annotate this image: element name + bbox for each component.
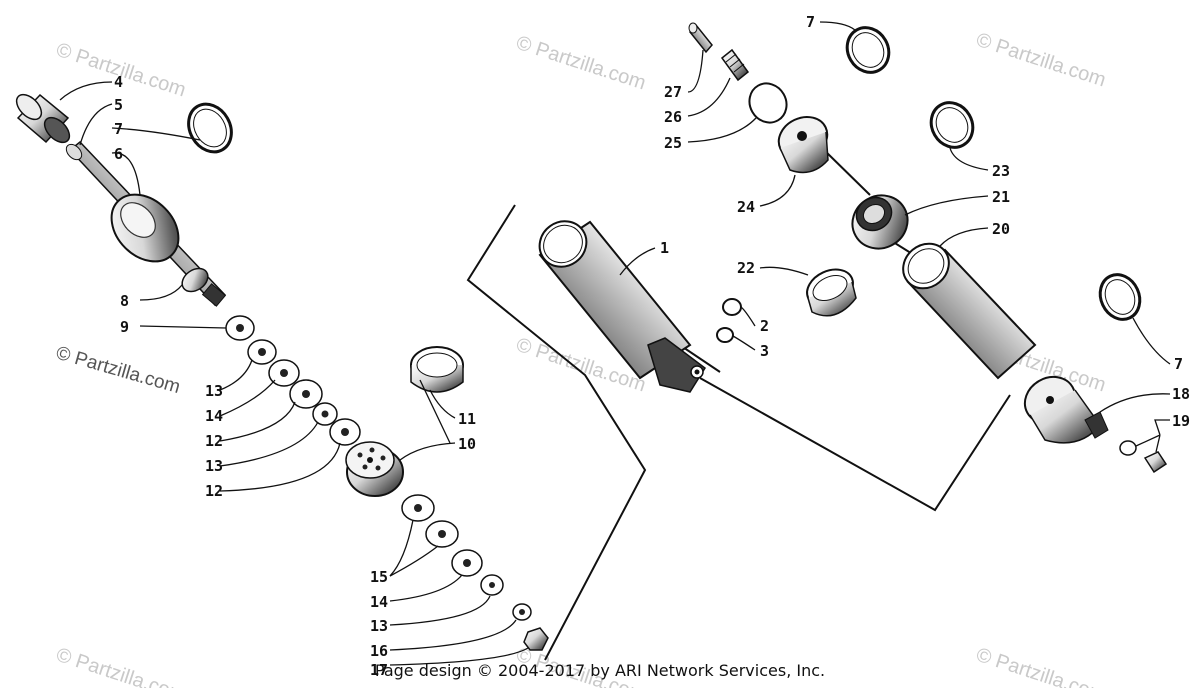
callout-6: 6 (114, 145, 123, 163)
callout-18: 18 (1172, 385, 1190, 403)
piston-ring-part-22 (806, 268, 857, 317)
callout-19: 19 (1172, 412, 1190, 430)
callout-7: 7 (806, 13, 815, 31)
callout-25: 25 (664, 134, 682, 152)
callout-23: 23 (992, 162, 1010, 180)
o-ring-inner (1104, 279, 1136, 315)
callout-2: 2 (760, 317, 769, 335)
shock-body-part-1 (538, 220, 707, 393)
piston-ring-part-11 (410, 346, 464, 393)
watermark: © Partzilla.com (54, 343, 183, 398)
callout-16: 16 (370, 642, 388, 660)
callout-11: 11 (458, 410, 476, 428)
callout-13: 13 (370, 617, 388, 635)
valve-stack (225, 315, 549, 651)
callout-7: 7 (1174, 355, 1183, 373)
callout-labels: 4 5 7 6 8 9 13 14 12 13 12 11 10 15 14 1… (114, 13, 1190, 679)
valve-stem-part-26 (720, 48, 750, 82)
callout-10: 10 (458, 435, 476, 453)
callout-22: 22 (737, 259, 755, 277)
o-ring-part-7 (1098, 273, 1142, 321)
callout-9: 9 (120, 318, 129, 336)
callout-26: 26 (664, 108, 682, 126)
reservoir-tube-part-20 (902, 242, 1037, 380)
watermark: © Partzilla.com (53, 39, 188, 102)
callout-14: 14 (205, 407, 223, 425)
callout-4: 4 (114, 73, 123, 91)
callout-12: 12 (205, 482, 223, 500)
callout-12: 12 (205, 432, 223, 450)
end-cap-part-18 (1023, 375, 1109, 444)
washer-part-3 (716, 327, 734, 343)
o-ring-part-25 (748, 82, 788, 124)
bumper-part-8 (181, 267, 227, 307)
o-ring-part-23 (929, 101, 975, 149)
nut-part-17 (523, 627, 549, 651)
bolt-part-19 (1143, 451, 1168, 474)
callout-17: 17 (370, 661, 388, 679)
callout-13: 13 (205, 457, 223, 475)
floating-piston-part-21 (851, 194, 909, 250)
callout-1: 1 (660, 239, 669, 257)
callout-3: 3 (760, 342, 769, 360)
callout-24: 24 (737, 198, 755, 216)
valve-core-part-27 (688, 22, 713, 54)
callout-20: 20 (992, 220, 1010, 238)
callout-13: 13 (205, 382, 223, 400)
washer-part-2 (722, 298, 742, 316)
watermark: © Partzilla.com (513, 32, 648, 95)
o-ring-inner (935, 107, 969, 143)
o-ring-inner (851, 32, 885, 68)
leader-lines (59, 21, 1171, 666)
copyright-footer: Page design © 2004-2017 by ARI Network S… (374, 661, 826, 680)
watermark: © Partzilla.com (973, 29, 1108, 92)
callout-7: 7 (114, 120, 123, 138)
bushing-part-4 (15, 93, 71, 144)
seal-head-part-6 (110, 193, 180, 263)
piston-part-10 (345, 441, 404, 497)
callout-14: 14 (370, 593, 388, 611)
watermark-layer: © Partzilla.com © Partzilla.com © Partzi… (53, 29, 1108, 688)
assembly-outlines (466, 147, 1011, 661)
callout-27: 27 (664, 83, 682, 101)
callout-8: 8 (120, 292, 129, 310)
shaft-assembly (15, 93, 233, 307)
callout-5: 5 (114, 96, 123, 114)
callout-15: 15 (370, 568, 388, 586)
reservoir-assembly (688, 22, 1168, 474)
reservoir-cap-part-24 (777, 116, 829, 174)
callout-21: 21 (992, 188, 1010, 206)
o-ring-part-7 (845, 26, 891, 74)
washer-part-19 (1119, 440, 1137, 456)
o-ring-inner (193, 108, 227, 148)
o-ring-part-7 (187, 102, 233, 154)
